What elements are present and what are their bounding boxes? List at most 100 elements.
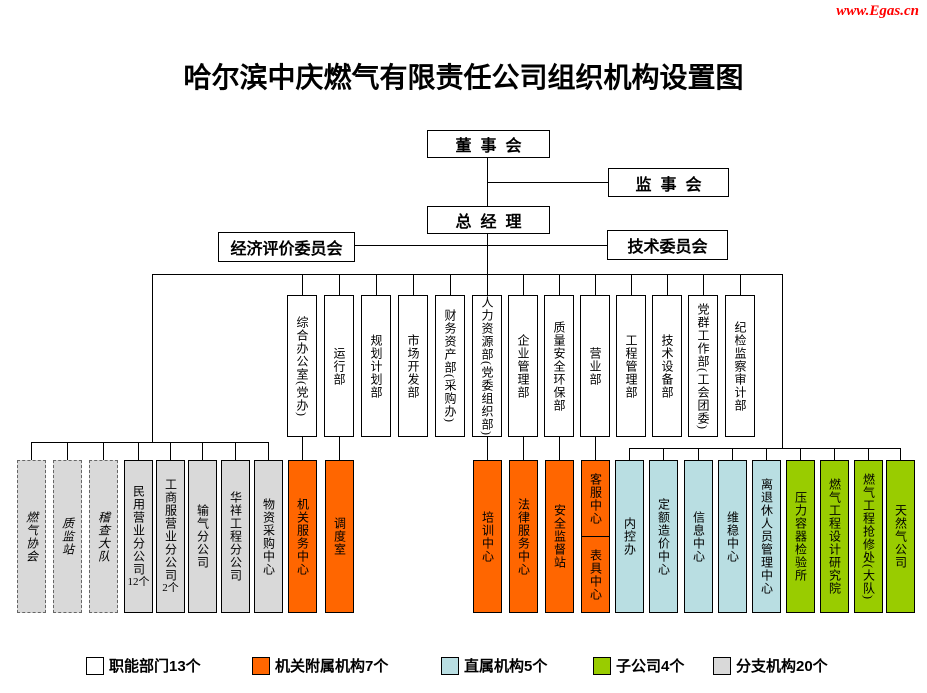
connector-line <box>31 442 32 460</box>
department-box: 综合办公室(党办) <box>287 295 317 437</box>
branch-unit-box: 燃气协会 <box>17 460 46 613</box>
unit-label: 工商服营业分公司 <box>163 478 178 583</box>
unit-label: 离退休人员管理中心 <box>759 478 774 595</box>
connector-line <box>152 274 153 443</box>
connector-line <box>170 442 171 460</box>
unit-label: 企业管理部 <box>516 333 530 399</box>
unit-label: 物资采购中心 <box>261 497 276 576</box>
connector-line <box>339 274 340 295</box>
affiliated-unit-box: 法律服务中心 <box>509 460 538 613</box>
unit-count-label: 2个 <box>162 582 179 595</box>
unit-label: 输气分公司 <box>195 504 210 569</box>
connector-line <box>732 448 733 460</box>
legend-label: 分支机构20个 <box>736 658 828 675</box>
connector-line <box>487 437 488 460</box>
site-link[interactable]: www.Egas.cn <box>836 3 919 19</box>
connector-line <box>376 274 377 295</box>
unit-label: 民用营业分公司 <box>131 484 146 576</box>
connector-line <box>595 274 596 295</box>
subsidiary-box: 压力容器检验所 <box>786 460 815 613</box>
general-manager-box: 总经理 <box>427 206 550 234</box>
branch-unit-box: 质监站 <box>53 460 82 613</box>
legend-item: 子公司4个 <box>593 655 684 676</box>
connector-line <box>103 442 104 460</box>
affiliated-unit-box: 调度室 <box>325 460 354 613</box>
connector-line <box>740 274 741 295</box>
connector-line <box>268 442 269 460</box>
connector-line <box>631 274 632 295</box>
unit-label: 纪检监察审计部 <box>733 320 747 412</box>
connector-line <box>355 245 607 246</box>
unit-label: 市场开发部 <box>406 333 420 399</box>
legend-item: 直属机构5个 <box>441 655 547 676</box>
connector-line <box>782 274 783 449</box>
connector-line <box>487 234 488 275</box>
unit-label: 党群工作部(工会团委) <box>696 302 710 430</box>
direct-unit-box: 内控办 <box>615 460 644 613</box>
unit-label: 华祥工程分公司 <box>228 491 243 582</box>
legend-color-swatch <box>593 656 611 675</box>
subsidiary-box: 天然气公司 <box>886 460 915 613</box>
connector-line <box>31 442 269 443</box>
direct-unit-box: 信息中心 <box>684 460 713 613</box>
unit-label: 天然气公司 <box>893 504 908 569</box>
legend-item: 机关附属机构7个 <box>252 655 388 676</box>
connector-line <box>834 448 835 460</box>
branch-unit-box: 华祥工程分公司 <box>221 460 250 613</box>
connector-line <box>800 448 801 460</box>
page-title: 哈尔滨中庆燃气有限责任公司组织机构设置图 <box>183 63 744 94</box>
connector-line <box>667 274 668 295</box>
department-box: 工程管理部 <box>616 295 646 437</box>
unit-label: 安全监督站 <box>552 504 567 569</box>
connector-line <box>487 274 488 295</box>
connector-line <box>766 448 767 460</box>
unit-label: 定额造价中心 <box>656 497 671 576</box>
legend-item: 分支机构20个 <box>713 655 828 676</box>
unit-label: 质量安全环保部 <box>552 320 566 412</box>
unit-label: 维稳中心 <box>725 510 740 563</box>
department-box: 营业部 <box>580 295 610 437</box>
unit-label: 营业部 <box>588 346 602 386</box>
unit-label: 燃气工程设计研究院 <box>827 478 842 595</box>
connector-line <box>703 274 704 295</box>
affiliated-unit-box: 机关服务中心 <box>288 460 317 613</box>
connector-line <box>629 448 630 460</box>
connector-line <box>202 442 203 460</box>
unit-label: 人力资源部(党委组织部) <box>480 296 494 436</box>
direct-unit-box: 定额造价中心 <box>649 460 678 613</box>
legend-color-swatch <box>713 656 731 675</box>
affiliated-unit-box: 培训中心 <box>473 460 502 613</box>
legend-color-swatch <box>441 656 459 675</box>
connector-line <box>595 437 596 460</box>
legend-label: 直属机构5个 <box>464 658 548 675</box>
affiliated-unit-box: 安全监督站 <box>545 460 574 613</box>
unit-label: 培训中心 <box>480 510 495 563</box>
connector-line <box>523 437 524 460</box>
connector-line <box>302 437 303 460</box>
connector-line <box>629 448 901 449</box>
connector-line <box>523 274 524 295</box>
unit-label: 法律服务中心 <box>516 497 531 576</box>
affiliated-split-unit-box: 客服中心表具中心 <box>581 460 610 613</box>
unit-label: 客服中心 <box>588 472 603 525</box>
unit-label: 内控办 <box>622 517 637 556</box>
connector-line <box>138 442 139 460</box>
legend-item: 职能部门13个 <box>86 655 201 676</box>
economic-evaluation-committee-box: 经济评价委员会 <box>218 232 355 262</box>
unit-label: 质监站 <box>60 517 75 556</box>
unit-label: 稽查大队 <box>96 510 111 563</box>
connector-line <box>698 448 699 460</box>
department-box: 市场开发部 <box>398 295 428 437</box>
legend-label: 机关附属机构7个 <box>275 658 389 675</box>
unit-count-label: 12个 <box>127 575 150 588</box>
connector-line <box>67 442 68 460</box>
direct-unit-box: 离退休人员管理中心 <box>752 460 781 613</box>
department-box: 技术设备部 <box>652 295 682 437</box>
branch-unit-box: 稽查大队 <box>89 460 118 613</box>
department-box: 党群工作部(工会团委) <box>688 295 718 437</box>
supervisory-board-box: 监事会 <box>608 168 729 197</box>
connector-line <box>559 274 560 295</box>
department-box: 纪检监察审计部 <box>725 295 755 437</box>
